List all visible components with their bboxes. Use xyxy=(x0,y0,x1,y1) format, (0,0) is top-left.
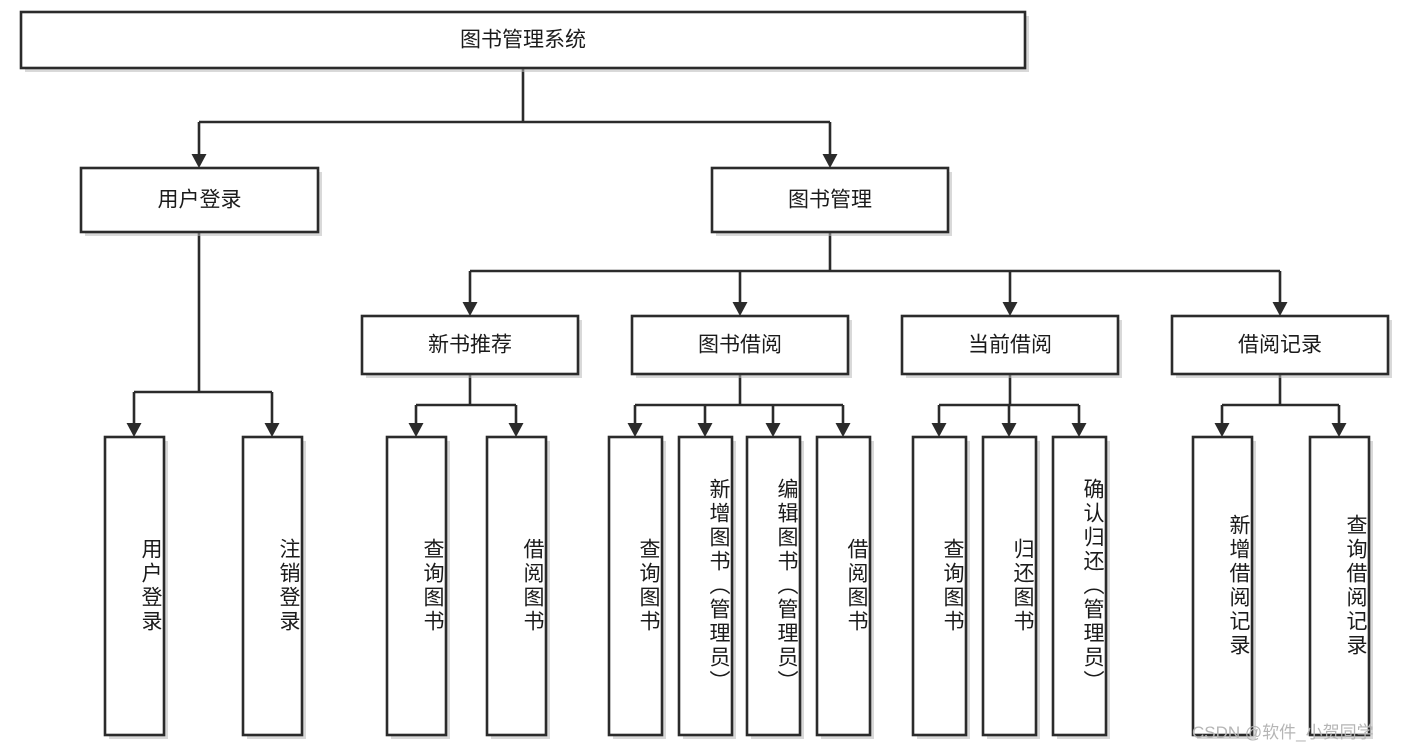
watermark-text: CSDN @软件_小贺同学 xyxy=(1192,723,1374,742)
node-box-leaf-return-book[interactable] xyxy=(981,435,1038,737)
node-label-root: 图书管理系统 xyxy=(460,29,586,52)
level2-branch-2-arrowhead xyxy=(1002,302,1018,316)
leaf-label-leaf-add-book: 新增图书（管理员） xyxy=(707,478,730,694)
new-book-recommend-leaf-0-arrowhead xyxy=(408,423,424,437)
leaf-label-leaf-borrow-book-recommend: 借阅图书 xyxy=(521,538,544,634)
node-box-leaf-add-record[interactable] xyxy=(1191,435,1254,737)
node-box-user-login[interactable] xyxy=(79,166,320,234)
current-borrow-leaf-0-arrowhead xyxy=(931,423,947,437)
node-box-leaf-add-book[interactable] xyxy=(677,435,734,737)
node-box-leaf-borrow-book[interactable] xyxy=(815,435,872,737)
node-box-borrow-record[interactable] xyxy=(1170,314,1390,376)
leaf-label-leaf-borrow-book: 借阅图书 xyxy=(845,538,868,634)
new-book-recommend-leaf-1-arrowhead xyxy=(508,423,524,437)
book-borrow-leaf-1-arrowhead xyxy=(697,423,713,437)
leaf-label-leaf-query-book-borrow: 查询图书 xyxy=(637,538,660,634)
connectors-layer xyxy=(126,68,1347,437)
node-box-leaf-query-book-borrow[interactable] xyxy=(607,435,664,737)
book-borrow-leaf-2-arrowhead xyxy=(765,423,781,437)
leaf-label-leaf-confirm-return: 确认归还（管理员） xyxy=(1081,478,1104,694)
borrow-record-leaf-0-arrowhead xyxy=(1214,423,1230,437)
node-label-book-borrow: 图书借阅 xyxy=(698,334,782,357)
node-box-leaf-query-book-recommend[interactable] xyxy=(385,435,448,737)
leaf-label-leaf-query-book-current: 查询图书 xyxy=(941,538,964,634)
leaf-label-leaf-query-book-recommend: 查询图书 xyxy=(421,538,444,634)
level2-branch-3-arrowhead xyxy=(1272,302,1288,316)
boxes-layer xyxy=(19,10,1392,739)
node-label-borrow-record: 借阅记录 xyxy=(1238,334,1322,357)
current-borrow-leaf-2-arrowhead xyxy=(1071,423,1087,437)
leaf-label-leaf-query-record: 查询借阅记录 xyxy=(1344,514,1367,658)
node-box-new-book-recommend[interactable] xyxy=(360,314,580,376)
node-box-leaf-logout[interactable] xyxy=(241,435,304,737)
node-box-book-borrow[interactable] xyxy=(630,314,850,376)
leaf-label-leaf-add-record: 新增借阅记录 xyxy=(1227,514,1250,658)
current-borrow-leaf-1-arrowhead xyxy=(1001,423,1017,437)
node-box-current-borrow[interactable] xyxy=(900,314,1120,376)
leaf-label-leaf-return-book: 归还图书 xyxy=(1011,538,1034,634)
node-label-current-borrow: 当前借阅 xyxy=(968,334,1052,357)
node-label-new-book-recommend: 新书推荐 xyxy=(428,334,512,357)
book-borrow-leaf-3-arrowhead xyxy=(835,423,851,437)
leaf-label-leaf-logout: 注销登录 xyxy=(277,538,300,634)
node-box-leaf-query-record[interactable] xyxy=(1308,435,1371,737)
book-borrow-leaf-0-arrowhead xyxy=(627,423,643,437)
node-box-root[interactable] xyxy=(19,10,1027,70)
root-branch-0-arrowhead xyxy=(191,154,207,168)
node-box-leaf-user-login[interactable] xyxy=(103,435,166,737)
level2-branch-1-arrowhead xyxy=(732,302,748,316)
user-login-leaf-0-arrowhead xyxy=(126,423,142,437)
leaf-label-leaf-edit-book: 编辑图书（管理员） xyxy=(775,478,798,694)
node-box-leaf-confirm-return[interactable] xyxy=(1051,435,1108,737)
leaf-label-leaf-user-login: 用户登录 xyxy=(139,538,162,634)
node-box-leaf-query-book-current[interactable] xyxy=(911,435,968,737)
node-label-user-login: 用户登录 xyxy=(158,189,242,212)
node-box-book-manage[interactable] xyxy=(710,166,950,234)
node-box-leaf-borrow-book-recommend[interactable] xyxy=(485,435,548,737)
level2-branch-0-arrowhead xyxy=(462,302,478,316)
node-box-leaf-edit-book[interactable] xyxy=(745,435,802,737)
borrow-record-leaf-1-arrowhead xyxy=(1331,423,1347,437)
node-label-book-manage: 图书管理 xyxy=(788,189,872,212)
root-branch-1-arrowhead xyxy=(822,154,838,168)
user-login-leaf-1-arrowhead xyxy=(264,423,280,437)
